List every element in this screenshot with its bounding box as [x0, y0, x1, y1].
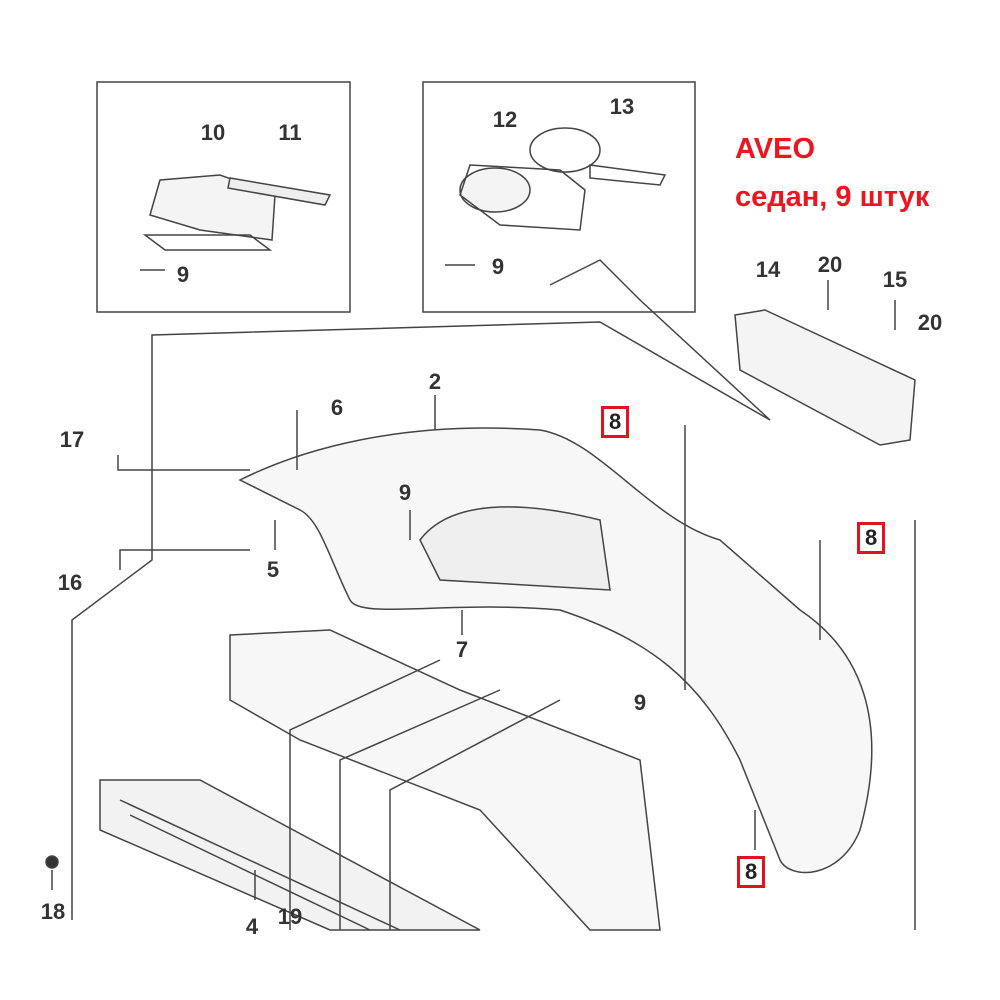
callout-5: 5 [266, 557, 280, 582]
highlighted-callout-8: 8 [601, 406, 630, 438]
callout-9: 9 [491, 254, 505, 279]
callout-18: 18 [40, 899, 66, 924]
callout-16: 16 [57, 570, 83, 595]
inset-box-left [96, 81, 351, 313]
callout-9: 9 [398, 480, 412, 505]
callout-11: 11 [278, 120, 302, 145]
inset-box-right [422, 81, 696, 313]
highlighted-callout-8: 8 [857, 522, 886, 554]
callout-19: 19 [277, 904, 303, 929]
callout-20: 20 [917, 310, 943, 335]
callout-9: 9 [633, 690, 647, 715]
callout-7: 7 [455, 637, 469, 662]
callout-4: 4 [245, 914, 259, 939]
callout-9: 9 [176, 262, 190, 287]
callout-17: 17 [59, 427, 85, 452]
callout-6: 6 [330, 395, 344, 420]
assembly-outline [71, 321, 771, 920]
callout-14: 14 [755, 257, 781, 282]
callout-10: 10 [200, 120, 226, 145]
callout-12: 12 [492, 107, 518, 132]
highlighted-callout-8: 8 [737, 856, 766, 888]
model-note-subtitle: седан, 9 штук [735, 181, 930, 213]
callout-13: 13 [609, 94, 635, 119]
model-note-title: AVEO [735, 133, 816, 165]
callout-15: 15 [882, 267, 908, 292]
callout-2: 2 [428, 369, 442, 394]
callout-20: 20 [817, 252, 843, 277]
